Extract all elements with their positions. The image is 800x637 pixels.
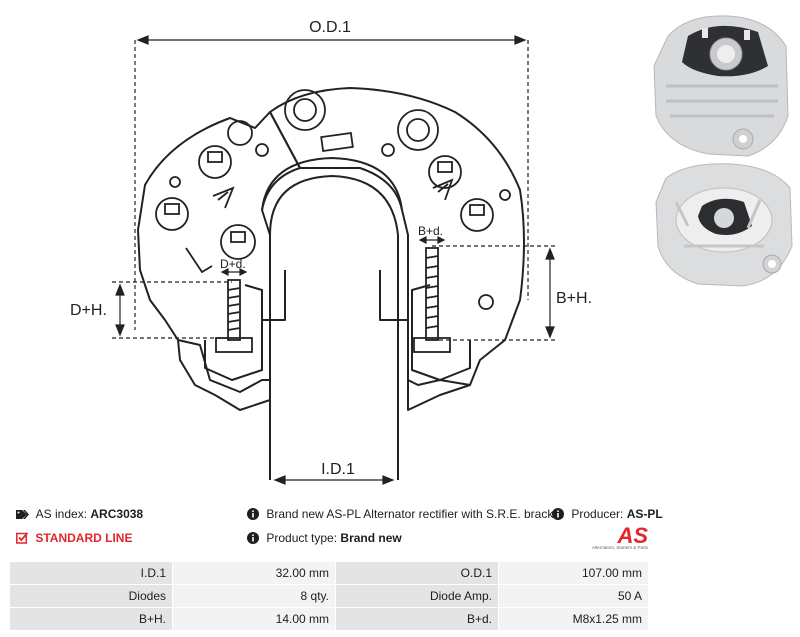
spec-label: I.D.1 bbox=[9, 561, 173, 585]
bd-label: B+d. bbox=[418, 224, 443, 238]
table-row: Diodes 8 qty. Diode Amp. 50 A bbox=[9, 584, 649, 608]
type-label: Product type: bbox=[266, 531, 338, 545]
photo-top bbox=[653, 15, 789, 157]
type-value: Brand new bbox=[340, 531, 402, 545]
producer: Producer: AS-PL bbox=[552, 506, 663, 522]
dh-label: D+H. bbox=[70, 302, 107, 319]
product-description: Brand new AS-PL Alternator rectifier wit… bbox=[247, 506, 563, 522]
as-index-label: AS index: bbox=[35, 507, 88, 521]
spec-value: 8 qty. bbox=[172, 584, 336, 608]
producer-label: Producer: bbox=[571, 507, 624, 521]
logo-text: AS bbox=[616, 523, 648, 548]
standard-line: STANDARD LINE bbox=[16, 530, 132, 546]
rectifier-technical-drawing: O.D.1 I.D.1 D+H. B+H. D+d. B+d. bbox=[70, 19, 592, 485]
spec-value: 32.00 mm bbox=[172, 561, 336, 585]
rectifier-outline-left bbox=[137, 111, 301, 411]
product-photos bbox=[653, 15, 793, 287]
as-index-value: ARC3038 bbox=[90, 507, 144, 521]
info-icon bbox=[247, 532, 259, 544]
table-row: I.D.1 32.00 mm O.D.1 107.00 mm bbox=[9, 561, 649, 585]
inner-arch bbox=[261, 157, 403, 211]
spec-label: Diodes bbox=[9, 584, 173, 608]
spec-label: O.D.1 bbox=[335, 561, 499, 585]
producer-value: AS-PL bbox=[626, 507, 663, 521]
standard-line-text: STANDARD LINE bbox=[35, 531, 133, 545]
spec-value: 50 A bbox=[498, 584, 649, 608]
info-icon bbox=[552, 508, 564, 520]
info-icon bbox=[247, 508, 259, 520]
spec-label: Diode Amp. bbox=[335, 584, 499, 608]
spec-value: M8x1.25 mm bbox=[498, 607, 649, 631]
bh-label: B+H. bbox=[556, 290, 592, 307]
od-label: O.D.1 bbox=[309, 19, 351, 36]
logo-tagline: Alternators, Starters & Parts bbox=[591, 545, 648, 550]
spec-label: B+H. bbox=[9, 607, 173, 631]
spec-value: 107.00 mm bbox=[498, 561, 649, 585]
as-index: AS index: ARC3038 bbox=[16, 506, 143, 522]
product-type: Product type: Brand new bbox=[247, 530, 402, 546]
spec-table: I.D.1 32.00 mm O.D.1 107.00 mm Diodes 8 … bbox=[9, 561, 649, 631]
table-row: B+H. 14.00 mm B+d. M8x1.25 mm bbox=[9, 607, 649, 631]
description-text: Brand new AS-PL Alternator rectifier wit… bbox=[266, 507, 564, 521]
as-pl-logo: AS bbox=[616, 523, 648, 548]
spec-value: 14.00 mm bbox=[172, 607, 336, 631]
id-label: I.D.1 bbox=[321, 461, 355, 478]
dd-label: D+d. bbox=[220, 257, 246, 271]
checkbox-check-icon bbox=[16, 532, 28, 544]
photo-bottom bbox=[655, 163, 793, 287]
spec-label: B+d. bbox=[335, 607, 499, 631]
tag-icon bbox=[16, 510, 29, 519]
